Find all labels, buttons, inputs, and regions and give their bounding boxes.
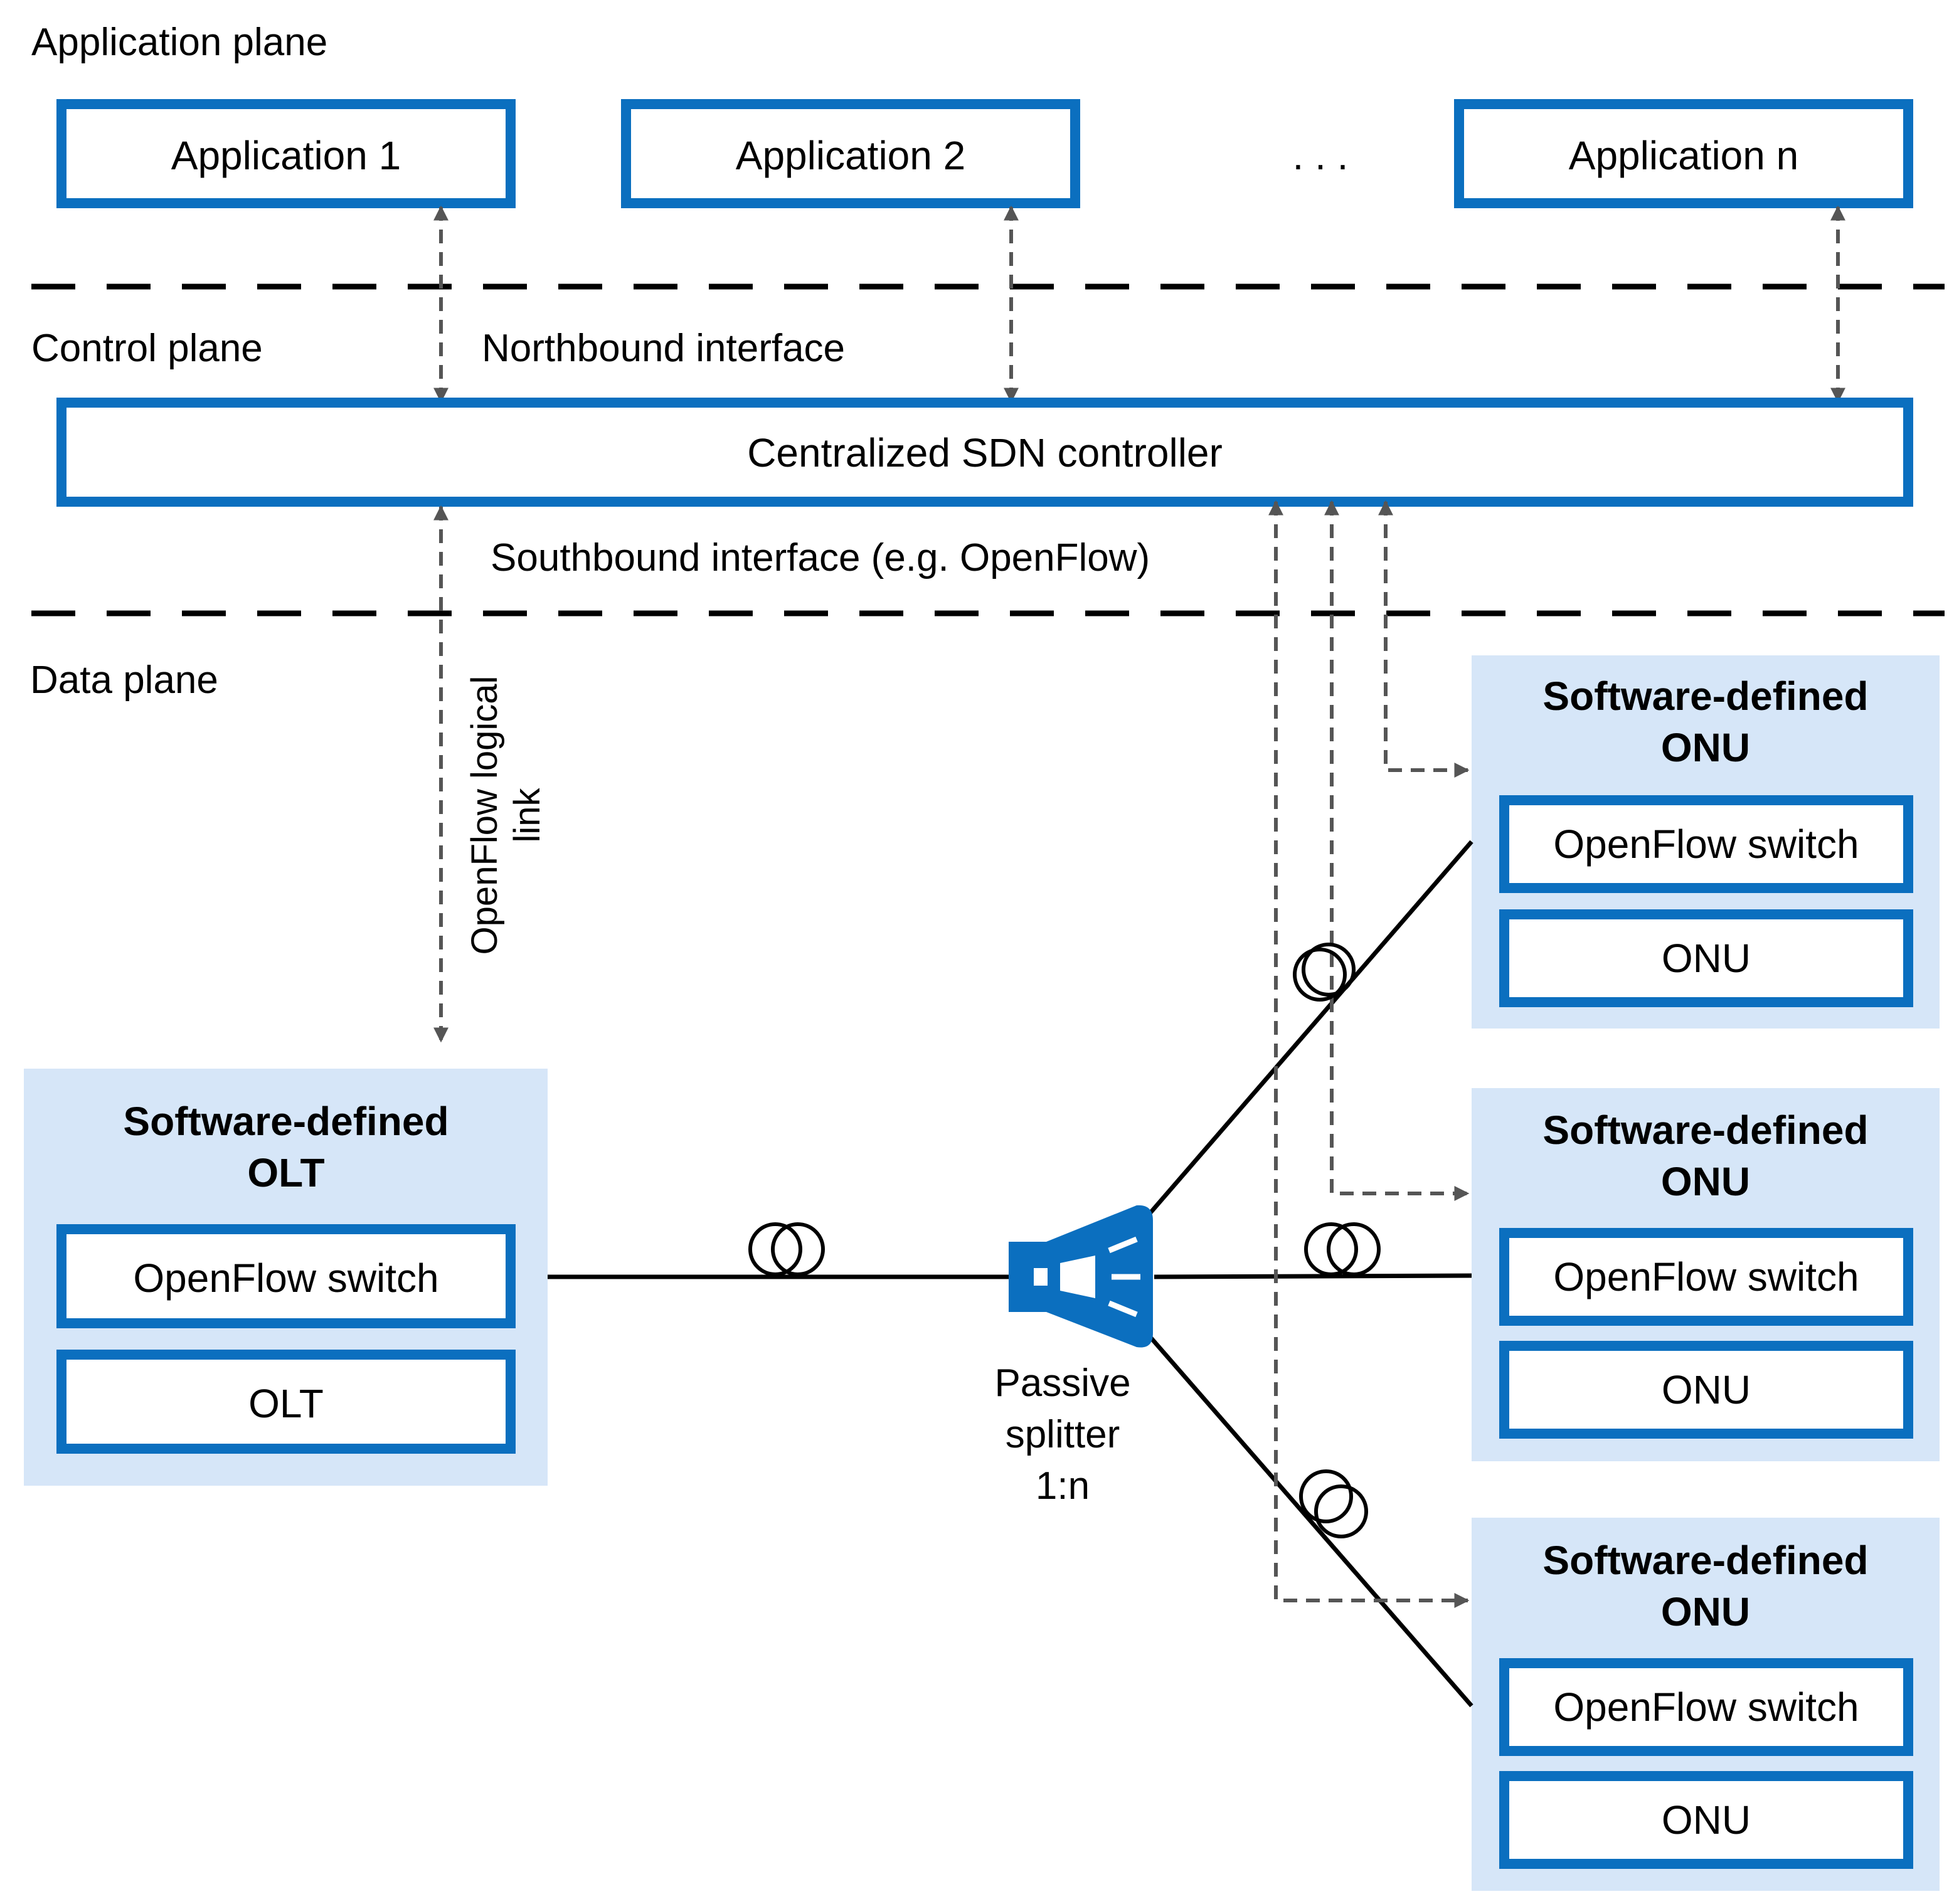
fiber-coil-icon <box>1304 1222 1381 1276</box>
olt-device-label: OLT <box>248 1381 324 1426</box>
control-plane-label: Control plane <box>31 327 263 370</box>
olt-openflow-switch-box[interactable]: OpenFlow switch <box>56 1224 516 1328</box>
sdn-controller-box[interactable]: Centralized SDN controller <box>56 398 1913 507</box>
software-defined-onu-panel-3: Software-defined ONU OpenFlow switch ONU <box>1472 1518 1940 1891</box>
onu1-title-line1: Software-defined <box>1542 674 1868 719</box>
application-box-n[interactable]: Application n <box>1454 99 1913 208</box>
splitter-label-line3: 1:n <box>1036 1464 1090 1508</box>
onu2-openflow-switch-box[interactable]: OpenFlow switch <box>1499 1228 1913 1326</box>
data-plane-label: Data plane <box>30 658 218 702</box>
application-box-1[interactable]: Application 1 <box>56 99 516 208</box>
application-1-label: Application 1 <box>171 133 401 178</box>
onu2-openflow-switch-label: OpenFlow switch <box>1553 1254 1859 1299</box>
application-2-label: Application 2 <box>736 133 965 178</box>
fiber-splitter-to-onu1 <box>1147 840 1473 1216</box>
southbound-link-onu2 <box>1324 500 1470 1201</box>
southbound-interface-label: Southbound interface (e.g. OpenFlow) <box>491 536 1150 579</box>
onu3-device-label: ONU <box>1662 1797 1751 1843</box>
software-defined-onu-panel-1: Software-defined ONU OpenFlow switch ONU <box>1472 655 1940 1029</box>
fiber-coil-icon <box>748 1222 825 1276</box>
onu3-device-box[interactable]: ONU <box>1499 1771 1913 1869</box>
onu1-device-label: ONU <box>1662 936 1751 981</box>
splitter-label-line1: Passive <box>994 1362 1130 1405</box>
sdn-controller-label: Centralized SDN controller <box>747 430 1223 475</box>
northbound-interface-label: Northbound interface <box>482 327 845 370</box>
onu3-openflow-switch-label: OpenFlow switch <box>1553 1685 1859 1730</box>
application-box-2[interactable]: Application 2 <box>621 99 1080 208</box>
application-plane-label: Application plane <box>31 21 327 64</box>
southbound-link-onu1 <box>1378 500 1470 778</box>
onu1-title-line2: ONU <box>1661 725 1750 770</box>
olt-device-box[interactable]: OLT <box>56 1350 516 1454</box>
fiber-splitter-to-onu2 <box>1154 1273 1472 1279</box>
onu2-title-line2: ONU <box>1661 1159 1750 1204</box>
onu2-title-line1: Software-defined <box>1542 1108 1868 1153</box>
onu2-device-label: ONU <box>1662 1367 1751 1412</box>
onu3-title-line1: Software-defined <box>1542 1538 1868 1583</box>
onu2-device-box[interactable]: ONU <box>1499 1341 1913 1439</box>
openflow-logical-link-label-line2: link <box>507 787 548 842</box>
olt-openflow-switch-label: OpenFlow switch <box>133 1256 438 1301</box>
onu1-device-box[interactable]: ONU <box>1499 909 1913 1007</box>
applications-ellipsis: . . . <box>1293 133 1349 178</box>
application-n-label: Application n <box>1569 133 1798 178</box>
onu1-openflow-switch-label: OpenFlow switch <box>1553 822 1859 867</box>
onu1-openflow-switch-box[interactable]: OpenFlow switch <box>1499 795 1913 893</box>
olt-panel-title-line2: OLT <box>247 1150 324 1195</box>
olt-panel-title-line1: Software-defined <box>123 1099 449 1144</box>
openflow-logical-link-label-line1: OpenFlow logical <box>464 676 505 955</box>
software-defined-onu-panel-2: Software-defined ONU OpenFlow switch ONU <box>1472 1088 1940 1461</box>
passive-splitter-icon <box>1009 1205 1153 1348</box>
splitter-label-line2: splitter <box>1006 1413 1120 1456</box>
fiber-coil-icon <box>1293 943 1356 1002</box>
fiber-coil-icon <box>1299 1469 1368 1538</box>
onu3-openflow-switch-box[interactable]: OpenFlow switch <box>1499 1658 1913 1756</box>
southbound-link-onu3 <box>1268 500 1470 1608</box>
software-defined-olt-panel: Software-defined OLT OpenFlow switch OLT <box>24 1069 548 1486</box>
fiber-splitter-to-onu3 <box>1147 1334 1473 1708</box>
onu3-title-line2: ONU <box>1661 1589 1750 1634</box>
